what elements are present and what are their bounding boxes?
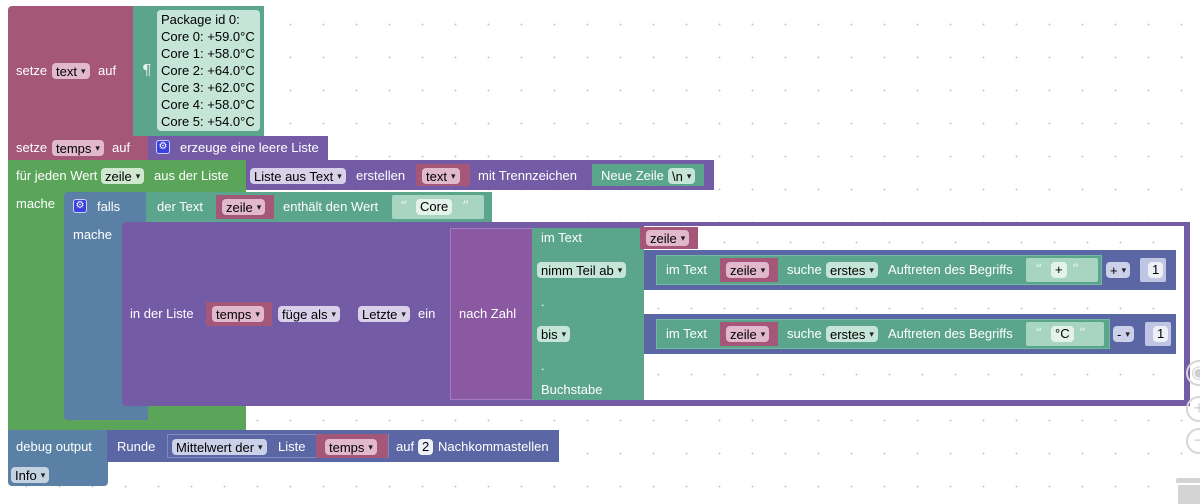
multiline-text-line: Core 1: +58.0°C [161, 46, 255, 61]
from-mode-dropdown[interactable]: nimm Teil ab [537, 262, 627, 278]
var-dropdown-zeile[interactable]: zeile [646, 230, 690, 246]
text-literal-field[interactable]: °C [1051, 326, 1074, 342]
paragraph-icon: ¶ [142, 61, 152, 79]
gear-icon[interactable]: ⚙ [73, 199, 87, 213]
delimiter-label: mit Trennzeichen [478, 168, 577, 183]
multiline-text-line: Core 0: +59.0°C [161, 29, 255, 44]
if-block-bottom [64, 406, 148, 420]
to-number-label: nach Zahl [459, 306, 517, 321]
to-mode-dropdown[interactable]: bis [537, 326, 571, 342]
in-text-label: im Text [666, 262, 707, 277]
close-quote-icon: ” [1072, 262, 1080, 278]
letter-label: Buchstabe [541, 382, 603, 397]
find-label: suche [787, 262, 822, 277]
var-dropdown-temps[interactable]: temps [52, 140, 104, 156]
substring-block[interactable] [532, 228, 644, 400]
in-text-label: im Text [666, 326, 707, 341]
var-dropdown-text[interactable]: text [422, 168, 460, 184]
insert-mode-dropdown[interactable]: füge als [278, 306, 341, 322]
in-text-label: im Text [541, 230, 582, 245]
text-literal-field[interactable]: Core [416, 199, 453, 215]
in-list-label: in der Liste [130, 306, 194, 321]
list-label: Liste [278, 439, 306, 454]
occurrence-dropdown[interactable]: erstes [826, 262, 878, 278]
newline-label: Neue Zeile [601, 168, 664, 183]
dot-label: . [541, 358, 545, 373]
to-label: auf [98, 63, 117, 78]
open-quote-icon: “ [400, 199, 408, 215]
var-dropdown-zeile[interactable]: zeile [726, 262, 770, 278]
multiline-text-line: Core 3: +62.0°C [161, 80, 255, 95]
zoom-out-icon[interactable]: − [1186, 428, 1200, 454]
open-quote-icon: “ [1035, 326, 1043, 342]
find-label: suche [787, 326, 822, 341]
debug-output-label: debug output [16, 439, 92, 454]
to-label: auf [112, 140, 131, 155]
newline-dropdown[interactable]: \n [668, 168, 696, 184]
contains-label: enthält den Wert [283, 199, 379, 214]
to-number-block[interactable] [450, 228, 534, 400]
from-list-label: aus der Liste [154, 168, 229, 183]
occurrence-dropdown[interactable]: erstes [826, 326, 878, 342]
the-text-label: der Text [157, 199, 204, 214]
average-mode-dropdown[interactable]: Mittelwert der [172, 439, 267, 455]
multiline-text-field[interactable]: Package id 0: Core 0: +59.0°C Core 1: +58.… [157, 10, 260, 131]
to-label: auf [396, 439, 415, 454]
trash-icon[interactable] [1176, 478, 1200, 504]
log-level-dropdown[interactable]: Info [11, 467, 50, 483]
zoom-in-icon[interactable]: + [1186, 396, 1200, 422]
for-each-label: für jeden Wert [16, 168, 98, 183]
operator-dropdown[interactable]: - [1113, 326, 1134, 342]
multiline-text-line: Core 5: +54.0°C [161, 114, 255, 129]
var-dropdown-zeile[interactable]: zeile [222, 199, 266, 215]
var-dropdown-text[interactable]: text [52, 63, 90, 79]
multiline-text-line: Core 4: +58.0°C [161, 97, 255, 112]
gear-icon[interactable]: ⚙ [156, 140, 170, 154]
close-quote-icon: ” [1079, 326, 1087, 342]
of-term-label: Auftreten des Begriffs [888, 262, 1013, 277]
do-label: mache [73, 227, 113, 242]
multiline-text-line: Package id 0: [161, 12, 240, 27]
of-term-label: Auftreten des Begriffs [888, 326, 1013, 341]
dot-label: . [541, 294, 545, 309]
open-quote-icon: “ [1035, 262, 1043, 278]
var-dropdown-zeile[interactable]: zeile [726, 326, 770, 342]
var-dropdown-temps[interactable]: temps [212, 306, 264, 322]
decimals-label: Nachkommastellen [438, 439, 549, 454]
operator-dropdown[interactable]: + [1106, 262, 1131, 278]
number-field[interactable]: 1 [1148, 262, 1164, 278]
round-label: Runde [117, 439, 156, 454]
close-quote-icon: ” [462, 199, 470, 215]
var-dropdown-zeile[interactable]: zeile [101, 168, 145, 184]
insert-label: ein [418, 306, 436, 321]
number-field[interactable]: 1 [1153, 326, 1169, 342]
create-empty-list-block[interactable] [148, 136, 328, 160]
if-label: falls [97, 199, 121, 214]
split-mode-dropdown[interactable]: Liste aus Text [250, 168, 346, 184]
insert-position-dropdown[interactable]: Letzte [358, 306, 410, 322]
center-icon[interactable]: ◉ [1186, 360, 1200, 386]
set-label: setze [16, 63, 48, 78]
var-dropdown-temps[interactable]: temps [325, 439, 377, 455]
do-label: mache [16, 196, 56, 211]
create-empty-list-label: erzeuge eine leere Liste [180, 140, 319, 155]
multiline-text-line: Core 2: +64.0°C [161, 63, 255, 78]
set-label: setze [16, 140, 48, 155]
text-literal-field[interactable]: + [1051, 262, 1067, 278]
create-label: erstellen [356, 168, 406, 183]
decimals-field[interactable]: 2 [418, 439, 434, 455]
